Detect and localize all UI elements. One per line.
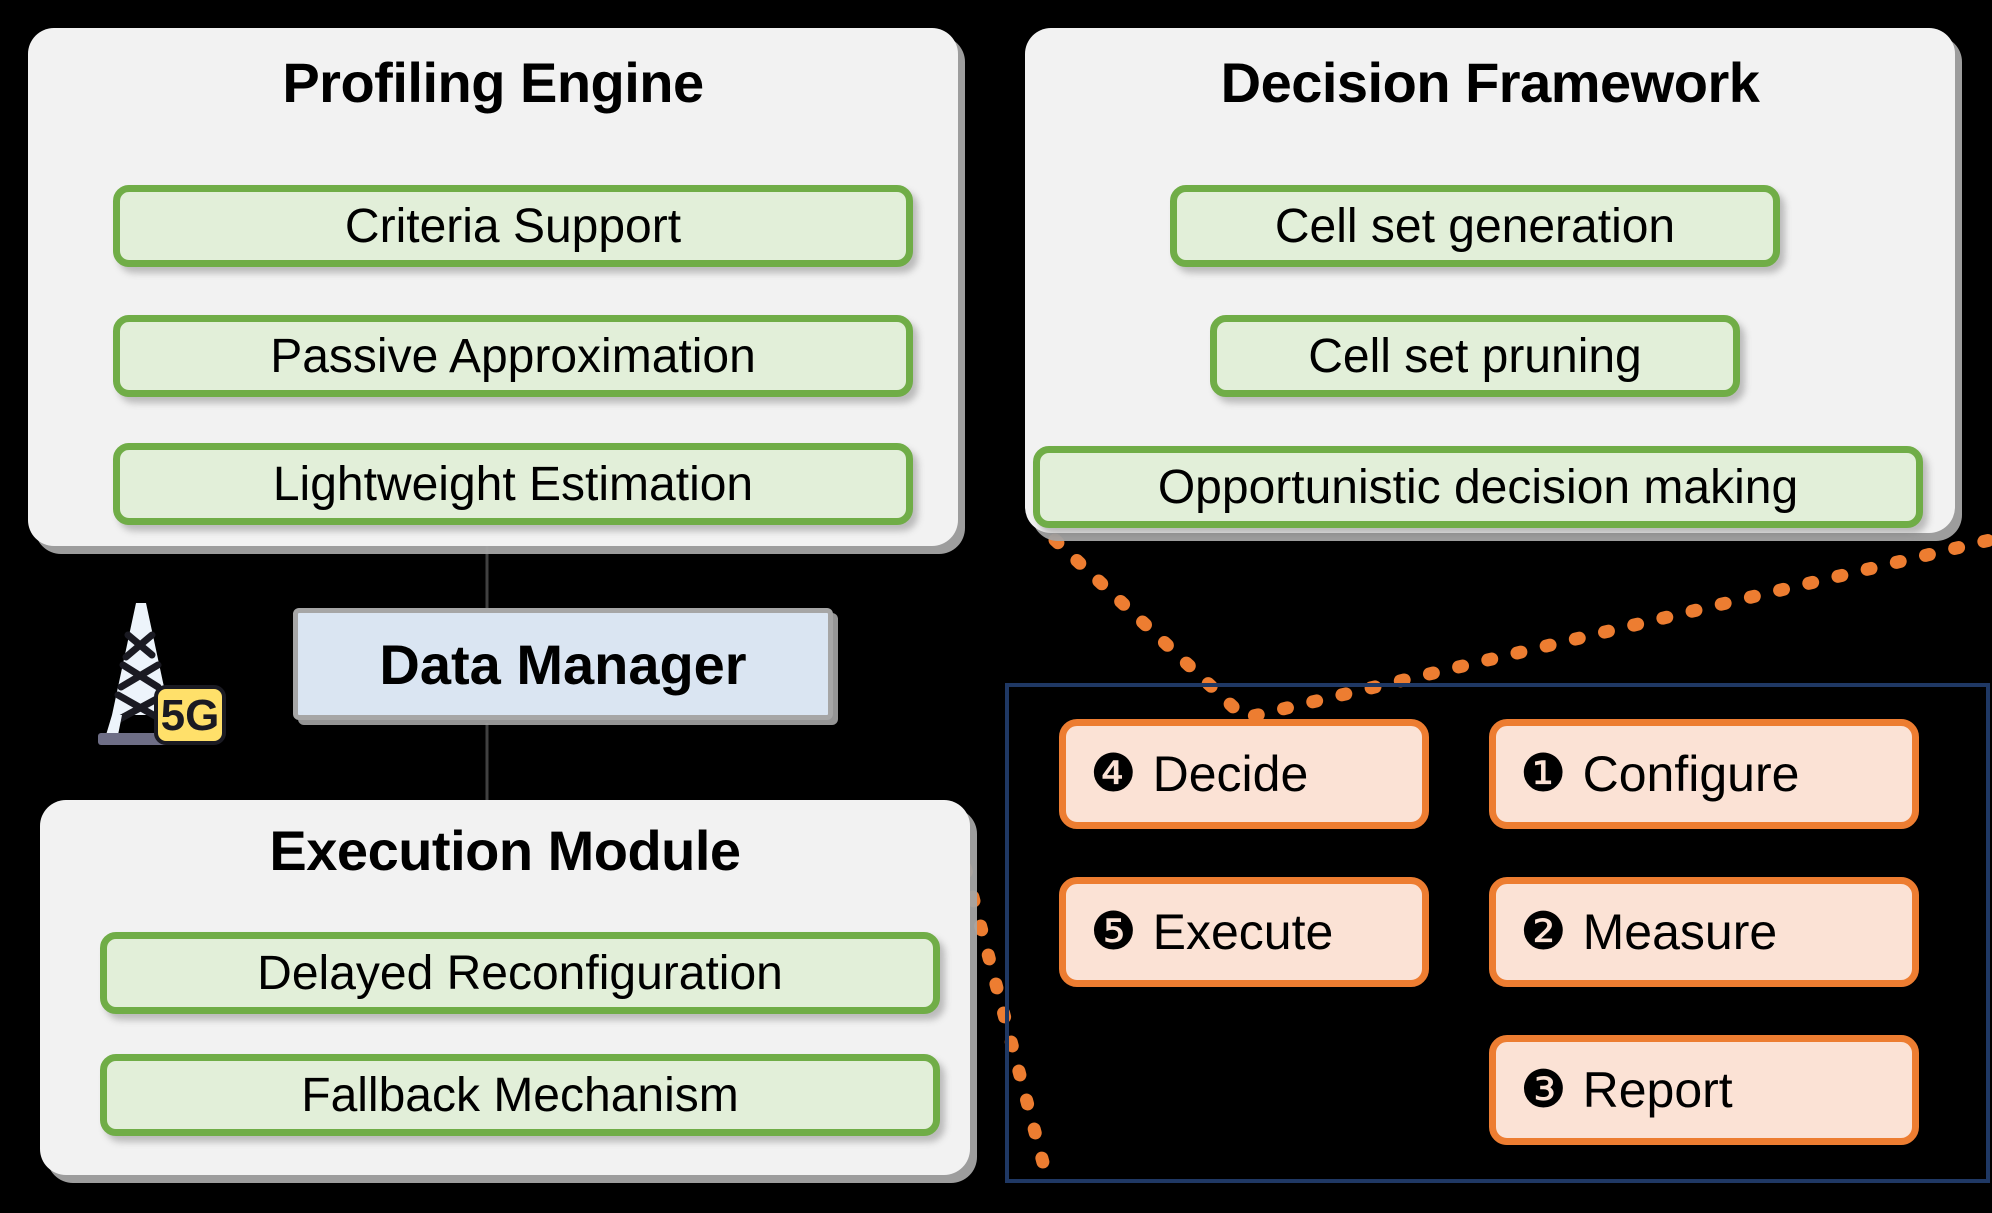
step-label-measure: Measure (1582, 904, 1778, 960)
card-title-execution-module: Execution Module (269, 819, 741, 882)
feature-lightweight-estimation[interactable]: Lightweight Estimation (113, 443, 913, 525)
step-number-3: ❸ (1520, 1061, 1567, 1119)
step-number-5: ❺ (1090, 903, 1137, 961)
procedure-panel: ❹ Decide ❶ Configure ❺ Execute ❷ Measure… (1005, 683, 1990, 1183)
step-number-1: ❶ (1520, 745, 1567, 803)
tower-5g-icon: 5G (88, 595, 228, 745)
feature-fallback-mechanism[interactable]: Fallback Mechanism (100, 1054, 940, 1136)
card-profiling-engine[interactable]: Profiling Engine Criteria Support Passiv… (28, 28, 958, 546)
tower-5g-svg: 5G (98, 603, 226, 745)
feature-cell-set-generation[interactable]: Cell set generation (1170, 185, 1780, 267)
feature-criteria-support[interactable]: Criteria Support (113, 185, 913, 267)
card-decision-framework[interactable]: Decision Framework Cell set generation C… (1025, 28, 1955, 533)
card-execution-module[interactable]: Execution Module Delayed Reconfiguration… (40, 800, 970, 1175)
data-manager-box[interactable]: Data Manager (293, 608, 833, 720)
step-label-execute: Execute (1152, 904, 1334, 960)
data-manager-label: Data Manager (379, 632, 747, 696)
card-title-profiling-engine: Profiling Engine (282, 51, 704, 114)
feature-opportunistic-decision-making[interactable]: Opportunistic decision making (1033, 446, 1923, 528)
step-report[interactable]: ❸ Report (1489, 1035, 1919, 1145)
feature-passive-approximation[interactable]: Passive Approximation (113, 315, 913, 397)
step-number-4: ❹ (1090, 745, 1137, 803)
feature-cell-set-pruning[interactable]: Cell set pruning (1210, 315, 1740, 397)
step-label-configure: Configure (1582, 746, 1800, 802)
step-measure[interactable]: ❷ Measure (1489, 877, 1919, 987)
step-configure[interactable]: ❶ Configure (1489, 719, 1919, 829)
step-label-decide: Decide (1152, 746, 1309, 802)
card-title-decision-framework: Decision Framework (1220, 51, 1760, 114)
step-decide[interactable]: ❹ Decide (1059, 719, 1429, 829)
step-number-2: ❷ (1520, 903, 1567, 961)
step-execute[interactable]: ❺ Execute (1059, 877, 1429, 987)
tower-5g-badge-label: 5G (161, 691, 220, 740)
feature-delayed-reconfiguration[interactable]: Delayed Reconfiguration (100, 932, 940, 1014)
step-label-report: Report (1582, 1062, 1733, 1118)
